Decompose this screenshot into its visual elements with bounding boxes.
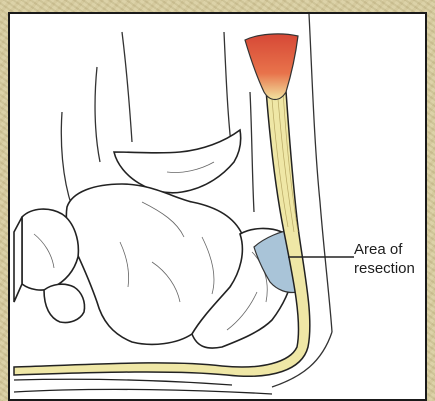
fibula-edge <box>61 112 72 207</box>
metatarsal-base <box>14 217 22 302</box>
calf-muscle <box>245 34 298 100</box>
annotation-label: Area of resection <box>354 240 430 278</box>
annotation-line-2: resection <box>354 259 430 278</box>
tibia-plafond <box>114 130 241 193</box>
annotation-line-1: Area of <box>354 240 430 259</box>
tibia-left-edge <box>95 67 100 162</box>
skin-outline <box>309 14 332 332</box>
navicular-bone <box>22 209 78 290</box>
heel-anatomy-illustration <box>10 14 427 401</box>
cuboid-bone <box>44 284 85 322</box>
sole-outline <box>14 379 272 394</box>
tibia-right-edge <box>224 32 232 152</box>
tibia-shaft-edge <box>122 32 132 142</box>
posterior-edge <box>250 92 254 212</box>
illustration-panel <box>8 12 427 401</box>
